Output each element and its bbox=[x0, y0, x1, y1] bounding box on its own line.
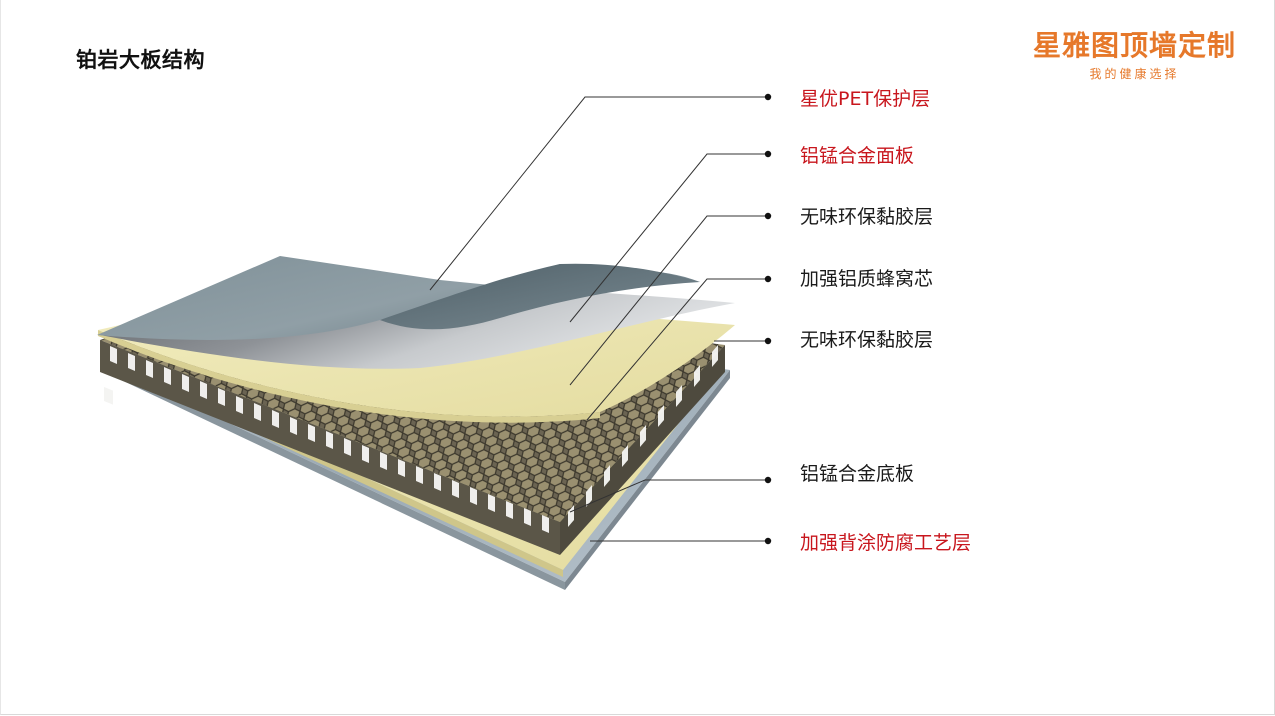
brand-logo: 星雅图顶墙定制 我的健康选择 bbox=[1022, 28, 1247, 82]
leader-line-6 bbox=[569, 479, 768, 513]
leader-lines bbox=[429, 96, 768, 542]
leader-dot-5 bbox=[764, 337, 772, 345]
layer-label-lower-glue: 无味环保黏胶层 bbox=[800, 329, 934, 351]
leader-line-4 bbox=[586, 278, 768, 421]
leader-dot-1 bbox=[764, 93, 772, 101]
brand-name: 星雅图顶墙定制 bbox=[1032, 29, 1236, 62]
leader-dot-6 bbox=[764, 476, 772, 484]
layer-label-bottom-plate: 铝锰合金底板 bbox=[800, 463, 915, 485]
leader-dots bbox=[764, 93, 772, 545]
layer-label-honeycomb: 加强铝质蜂窝芯 bbox=[800, 268, 934, 290]
leader-line-3 bbox=[569, 215, 768, 386]
leader-dot-7 bbox=[764, 537, 772, 545]
leader-line-1 bbox=[429, 96, 768, 291]
leader-line-2 bbox=[569, 153, 768, 323]
layer-label-pet: 星优PET保护层 bbox=[800, 88, 931, 110]
layer-label-back-coating: 加强背涂防腐工艺层 bbox=[800, 532, 972, 554]
layer-label-face-panel: 铝锰合金面板 bbox=[800, 145, 915, 167]
layer-label-upper-glue: 无味环保黏胶层 bbox=[800, 206, 934, 228]
leader-dot-4 bbox=[764, 275, 772, 283]
brand-slogan: 我的健康选择 bbox=[1089, 67, 1180, 81]
page-title: 铂岩大板结构 bbox=[76, 48, 205, 72]
honeycomb-cell-walls bbox=[110, 345, 718, 533]
leader-dot-3 bbox=[764, 212, 772, 220]
pet-protective-layer bbox=[97, 256, 700, 340]
leader-dot-2 bbox=[764, 150, 772, 158]
